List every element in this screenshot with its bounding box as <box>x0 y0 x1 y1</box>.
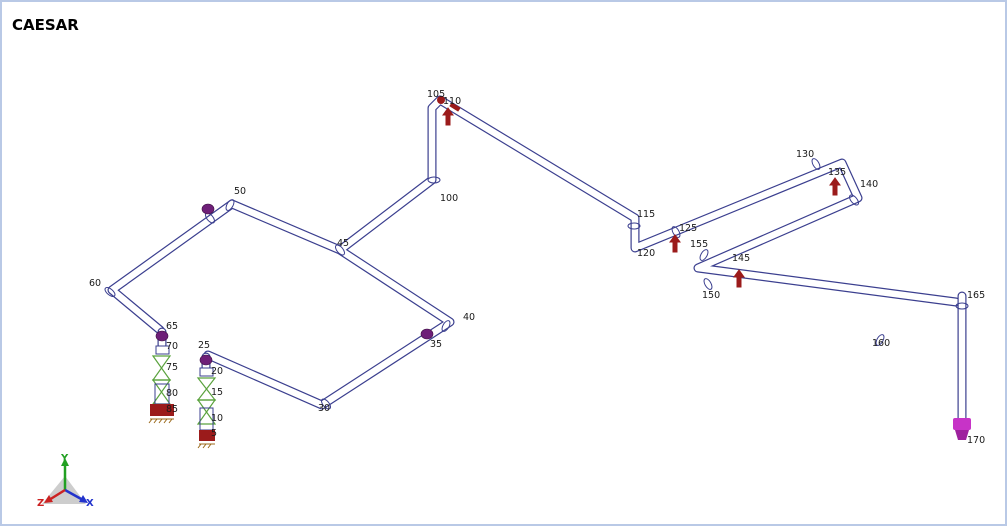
node-label-165: 165 <box>967 290 985 301</box>
section-marker <box>335 244 345 256</box>
restraint-arrow-icon <box>669 234 681 253</box>
hanger-clamp-icon <box>199 354 213 366</box>
node-label-70: 70 <box>166 341 178 352</box>
node-label-110: 110 <box>443 96 461 107</box>
pipe-section-markers <box>104 158 969 410</box>
axis-label-y: Y <box>60 453 69 464</box>
node-label-115: 115 <box>637 209 655 220</box>
section-marker <box>811 158 821 170</box>
node-label-40: 40 <box>463 312 475 323</box>
axis-label-z: Z <box>37 498 44 509</box>
node-label-30: 30 <box>318 403 330 414</box>
pipe-main-run <box>107 95 961 410</box>
section-marker <box>321 398 331 410</box>
section-marker <box>427 176 441 184</box>
pipe-route <box>107 95 967 425</box>
section-marker <box>699 249 709 261</box>
node-label-120: 120 <box>637 248 655 259</box>
anchor-base-icon <box>150 404 174 416</box>
hanger-clamp-icon <box>155 330 169 342</box>
node-label-160: 160 <box>872 338 890 349</box>
axis-triad[interactable]: Y X Z <box>37 453 94 509</box>
app-title: CAESAR <box>12 16 79 34</box>
anchor-base-icon <box>199 430 215 441</box>
node-label-25: 25 <box>198 340 210 351</box>
section-marker <box>955 302 969 310</box>
node-label-155: 155 <box>690 239 708 250</box>
node-labels: 105 110 100 50 45 60 65 70 75 80 85 25 2… <box>89 89 985 446</box>
section-marker <box>225 199 235 211</box>
node-label-105: 105 <box>427 89 445 100</box>
spring-support-25 <box>196 367 217 449</box>
hanger-clamp-icon <box>420 328 434 340</box>
node-label-125: 125 <box>679 223 697 234</box>
node-label-10: 10 <box>211 413 223 424</box>
node-label-65: 65 <box>166 321 178 332</box>
section-marker <box>627 222 641 230</box>
section-marker <box>849 194 859 206</box>
restraint-arrow-icon <box>442 107 454 126</box>
node-label-145: 145 <box>732 253 750 264</box>
node-label-60: 60 <box>89 278 101 289</box>
restraint-arrow-icon <box>437 96 461 112</box>
node-label-170: 170 <box>967 435 985 446</box>
node-label-85: 85 <box>166 404 178 415</box>
section-marker <box>875 334 885 346</box>
node-label-45: 45 <box>337 238 349 249</box>
restraints <box>437 96 841 288</box>
node-label-35: 35 <box>430 339 442 350</box>
section-marker <box>671 226 681 238</box>
node-label-140: 140 <box>860 179 878 190</box>
node-label-150: 150 <box>702 290 720 301</box>
restraint-arrow-icon <box>733 269 745 288</box>
node-label-20: 20 <box>211 366 223 377</box>
node-label-135: 135 <box>828 167 846 178</box>
node-label-100: 100 <box>440 193 458 204</box>
node-label-50: 50 <box>234 186 246 197</box>
spring-support-65 <box>148 345 174 424</box>
section-marker <box>441 320 451 332</box>
section-marker <box>104 287 116 297</box>
node-label-15: 15 <box>211 387 223 398</box>
nozzle-170-icon <box>953 418 971 440</box>
hangers <box>155 203 434 366</box>
node-label-75: 75 <box>166 362 178 373</box>
node-label-5: 5 <box>211 428 217 439</box>
axis-label-x: X <box>86 498 94 509</box>
node-label-80: 80 <box>166 388 178 399</box>
node-label-130: 130 <box>796 149 814 160</box>
hanger-clamp-icon <box>201 203 215 215</box>
section-marker <box>703 278 713 290</box>
restraint-arrow-icon <box>829 177 841 196</box>
pipe-main-run-inner <box>108 96 960 409</box>
